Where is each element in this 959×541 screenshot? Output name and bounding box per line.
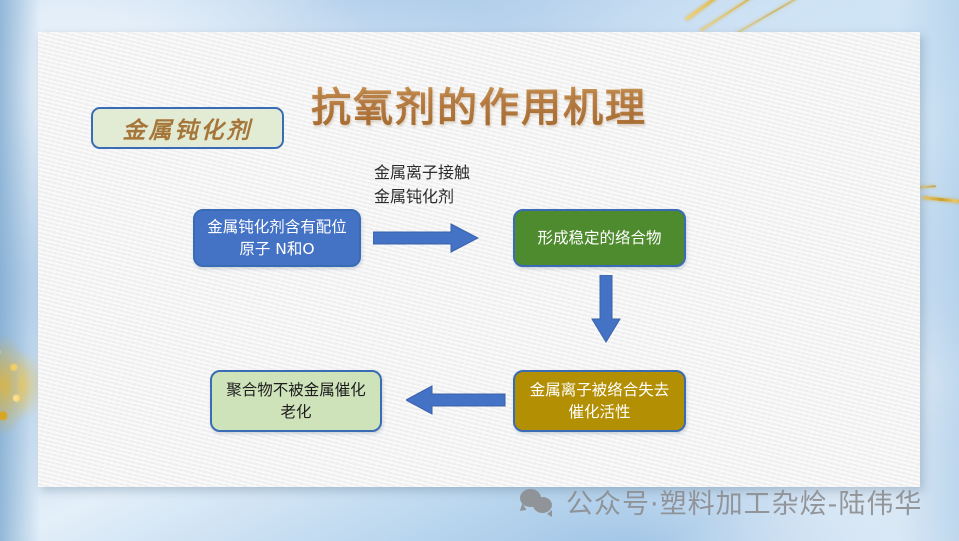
- background-edge-shade-left: [0, 0, 40, 541]
- arrow-right-icon: [373, 222, 479, 254]
- section-label-text: 金属钝化剂: [122, 117, 253, 144]
- watermark-text: 公众号·塑料加工杂烩-陆伟华: [566, 489, 923, 520]
- arrow-down-icon: [590, 275, 622, 343]
- section-label-metal-deactivator: 金属钝化剂: [91, 107, 284, 149]
- watermark: 公众号·塑料加工杂烩-陆伟华: [519, 482, 923, 521]
- wechat-icon: [519, 488, 554, 517]
- edge-label-metal-ion-contact: 金属离子接触 金属钝化剂: [374, 163, 471, 206]
- flow-box-passivator-label: 金属钝化剂含有配位原子 N和O: [207, 217, 347, 258]
- flow-box-passivator[interactable]: 金属钝化剂含有配位原子 N和O: [193, 209, 361, 267]
- flow-box-stable-complex[interactable]: 形成稳定的络合物: [513, 209, 686, 267]
- slide-card: 抗氧剂的作用机理 金属钝化剂 金属离子接触 金属钝化剂 金属钝化剂含有配位原子 …: [38, 32, 920, 487]
- flow-box-polymer-not-aged-label: 聚合物不被金属催化老化: [226, 380, 366, 421]
- flow-box-chelated-metal-ion[interactable]: 金属离子被络合失去催化活性: [513, 370, 686, 432]
- arrow-left-icon: [406, 384, 506, 416]
- flow-box-chelated-metal-ion-label: 金属离子被络合失去催化活性: [529, 380, 670, 421]
- flow-box-stable-complex-label: 形成稳定的络合物: [537, 228, 662, 247]
- page-title: 抗氧剂的作用机理: [38, 75, 920, 133]
- flow-box-polymer-not-aged[interactable]: 聚合物不被金属催化老化: [210, 370, 382, 432]
